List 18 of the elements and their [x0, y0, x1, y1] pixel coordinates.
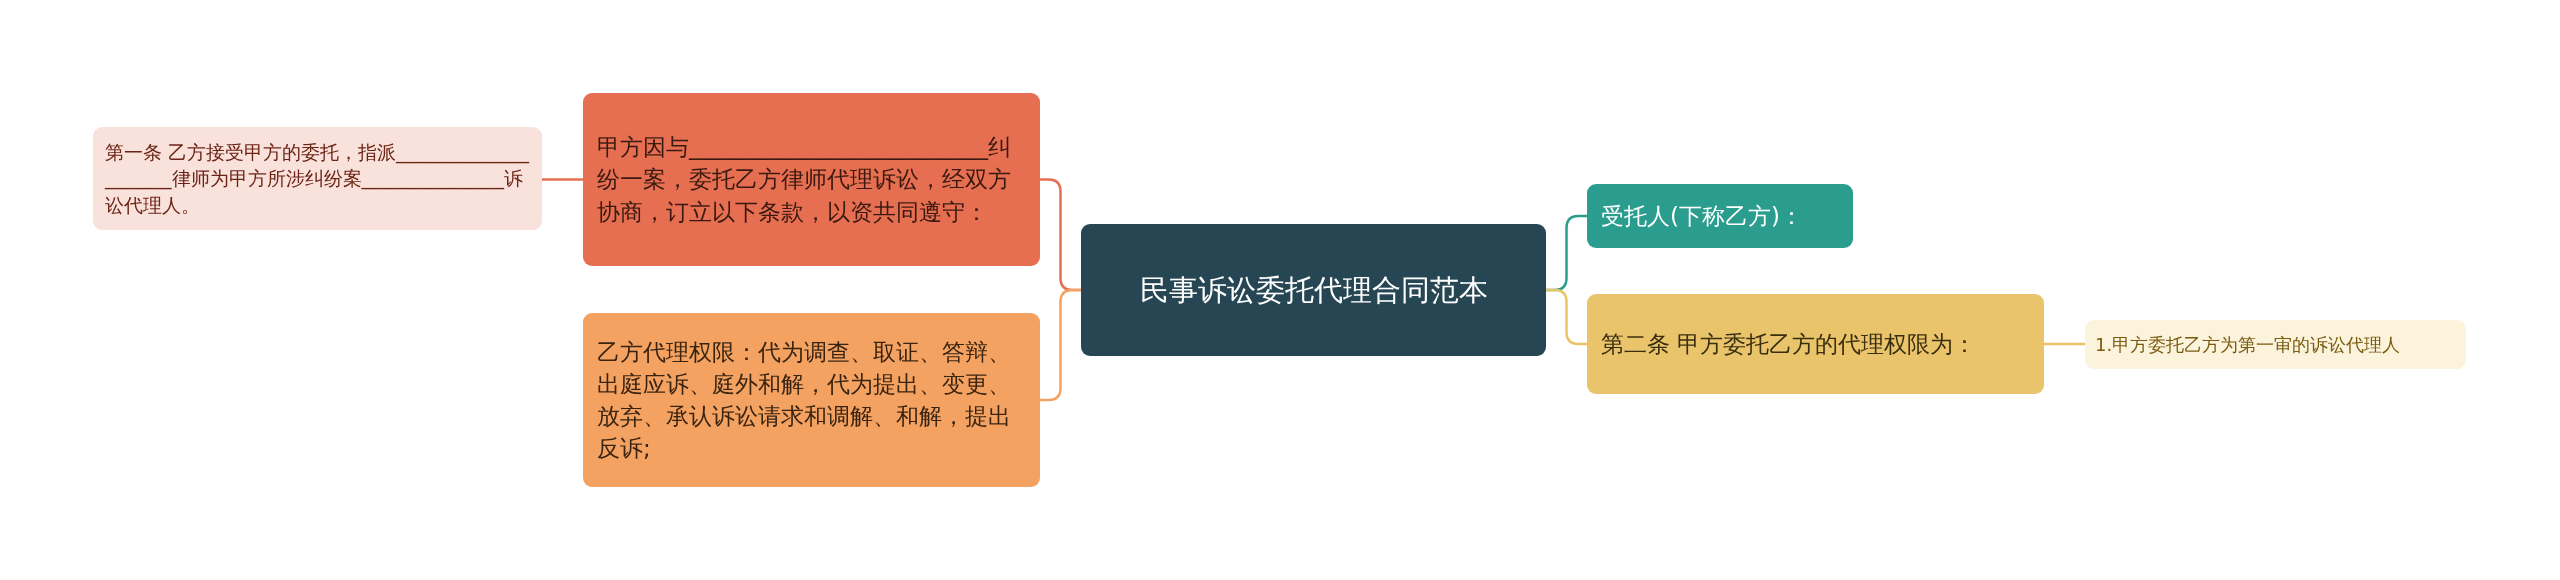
node-text: 民事诉讼委托代理合同范本 [1139, 271, 1488, 309]
node-text: 乙方代理权限：代为调查、取证、答辩、出庭应诉、庭外和解，代为提出、变更、放弃、承认诉讼请求和调解、和解，提出反诉; [597, 337, 1012, 464]
branch-box [93, 127, 542, 230]
branch-box [583, 93, 1040, 266]
node-text: 第二条 甲方委托乙方的代理权限为： [1601, 329, 1977, 359]
connector-line [1546, 288, 1587, 346]
node-text: 受托人(下称乙方)： [1601, 201, 1803, 231]
branch-box [2085, 320, 2466, 369]
node-text: 第一条 乙方接受甲方的委托，指派_____________________律师为甲方所涉纠纷案_______________诉讼代理人。 [105, 139, 530, 218]
connector-line [542, 178, 583, 181]
node-text: 1.甲方委托乙方为第一审的诉讼代理人 [2095, 332, 2401, 357]
branch-box [1587, 184, 1853, 248]
connector-line [2044, 342, 2085, 346]
branch-box [1587, 294, 2044, 394]
connector-line [1040, 288, 1081, 402]
topic-box [1081, 224, 1546, 356]
node-text: 甲方因与__________________________纠纷一案，委托乙方律师代理诉讼，经双方协商，订立以下条款，以资共同遵守： [597, 133, 1012, 227]
branch-box [583, 313, 1040, 487]
